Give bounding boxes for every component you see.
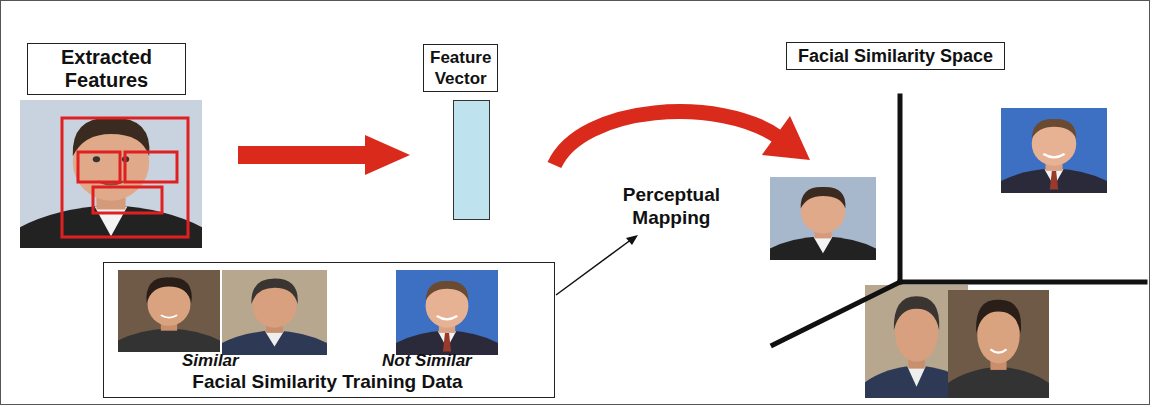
panel-heading: Feature Vector (423, 44, 498, 92)
face-photo (948, 290, 1049, 398)
vector-bar (453, 100, 490, 220)
face-photo (1001, 108, 1107, 193)
curved-arrow (554, 112, 779, 165)
photo-caption: Similar (182, 351, 239, 371)
panel-heading: Facial Similarity Space (786, 42, 1005, 70)
training-data-box: Similar Not SimilarFacial Similarity Trai… (103, 262, 555, 398)
panel-heading: Extracted Features (27, 43, 186, 95)
similarity-space: Facial Similarity Space (764, 40, 1148, 402)
feature-regions (62, 118, 188, 237)
feature-panel: Extracted Features (18, 40, 206, 252)
connector (554, 112, 810, 165)
face-photo (770, 177, 876, 260)
feature-vector: Feature Vector (418, 40, 502, 224)
box-title: Facial Similarity Training Data (104, 371, 551, 393)
face-photo (396, 270, 498, 355)
face-photo (20, 100, 202, 248)
arrow-head (762, 116, 810, 160)
photo-caption: Not Similar (382, 351, 472, 371)
connector (238, 135, 410, 175)
edge-label: Perceptual Mapping (586, 183, 756, 229)
block-arrow (238, 135, 410, 175)
face-photo (222, 270, 327, 355)
similarity-axes (773, 96, 1145, 345)
face-photo (118, 270, 220, 352)
leader-arrow (556, 235, 638, 295)
